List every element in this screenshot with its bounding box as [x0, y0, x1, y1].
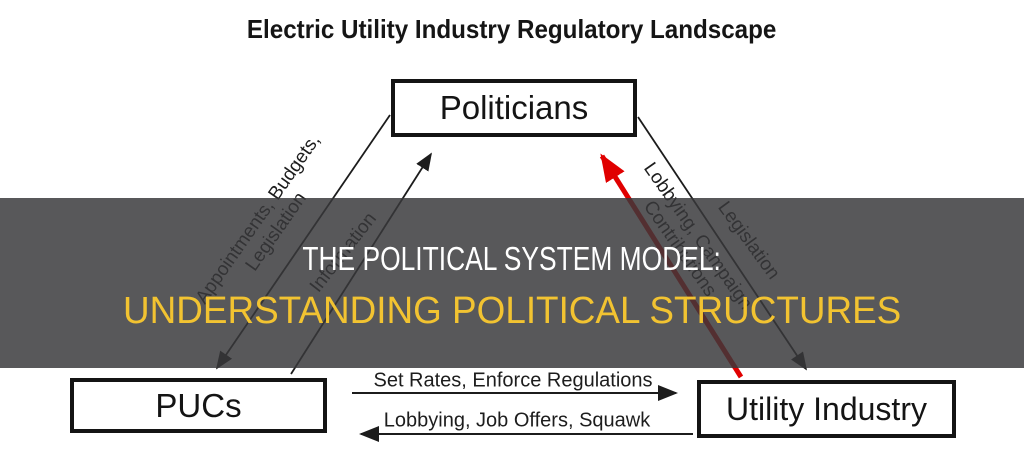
node-pucs: PUCs — [70, 378, 327, 433]
overlay-subheading: UNDERSTANDING POLITICAL STRUCTURES — [0, 292, 1024, 330]
node-utility-industry: Utility Industry — [697, 380, 956, 438]
edge-label-lobbying-job-offers-squawk: Lobbying, Job Offers, Squawk — [383, 409, 651, 432]
node-pucs-label: PUCs — [155, 386, 242, 424]
overlay-subheading-text: UNDERSTANDING POLITICAL STRUCTURES — [122, 290, 902, 332]
diagram-title-text: Electric Utility Industry Regulatory Lan… — [247, 14, 777, 44]
edge-label-set-rates-enforce-regulations: Set Rates, Enforce Regulations — [373, 369, 653, 392]
diagram-title: Electric Utility Industry Regulatory Lan… — [0, 16, 1024, 42]
overlay-heading-text: THE POLITICAL SYSTEM MODEL: — [302, 240, 722, 277]
overlay-banner: THE POLITICAL SYSTEM MODEL: UNDERSTANDIN… — [0, 198, 1024, 368]
node-politicians: Politicians — [391, 79, 637, 137]
node-utility-industry-label: Utility Industry — [726, 390, 927, 427]
overlay-heading: THE POLITICAL SYSTEM MODEL: — [0, 242, 1024, 275]
node-politicians-label: Politicians — [439, 89, 589, 126]
